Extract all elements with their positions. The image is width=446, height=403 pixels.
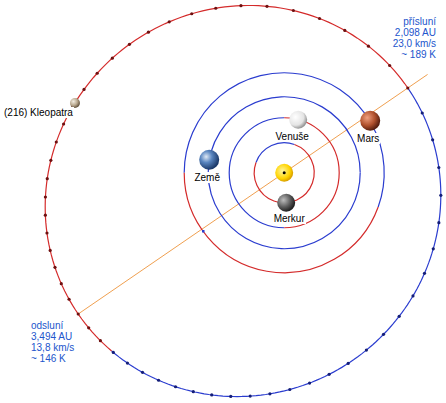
earth-orbit xyxy=(208,97,360,249)
time-mark xyxy=(318,17,321,20)
time-mark xyxy=(44,195,47,198)
perihelion-label: přísluní xyxy=(402,16,437,27)
time-mark xyxy=(328,373,331,376)
aphelion-distance: 3,494 AU xyxy=(30,331,73,342)
time-mark xyxy=(174,385,177,388)
venus xyxy=(289,111,307,129)
aphelion-temperature: ~ 146 K xyxy=(30,353,67,364)
time-mark xyxy=(398,315,401,318)
bodies xyxy=(70,98,380,212)
time-mark xyxy=(44,214,47,217)
asteroid-label: (216) Kleopatra xyxy=(3,107,74,118)
time-mark xyxy=(406,86,409,89)
time-mark xyxy=(437,221,440,224)
time-mark xyxy=(99,339,102,342)
time-mark xyxy=(288,388,291,391)
time-mark xyxy=(292,9,295,12)
earth xyxy=(199,150,219,170)
perihelion-distance: 2,098 AU xyxy=(394,27,437,38)
time-mark xyxy=(67,298,70,301)
time-mark xyxy=(249,394,252,397)
apsis-line xyxy=(78,74,427,314)
perihelion-speed: 23,0 km/s xyxy=(392,38,437,49)
mars xyxy=(360,111,380,131)
time-mark xyxy=(60,282,63,285)
time-mark xyxy=(343,29,346,32)
time-mark xyxy=(112,351,115,354)
time-mark xyxy=(210,393,213,396)
time-mark xyxy=(49,159,52,162)
perihelion-temperature: ~ 189 K xyxy=(400,49,437,60)
sun xyxy=(275,164,293,182)
time-mark xyxy=(141,371,144,374)
mars-orbit xyxy=(184,73,384,207)
time-mark xyxy=(168,20,171,23)
time-mark xyxy=(431,138,434,141)
time-mark xyxy=(55,140,58,143)
time-mark xyxy=(421,111,424,114)
planet-label: Venuše xyxy=(275,131,310,142)
asteroid-orbit xyxy=(45,5,408,351)
time-mark xyxy=(111,57,114,60)
time-mark xyxy=(382,333,385,336)
time-mark xyxy=(437,166,440,169)
time-mark xyxy=(265,5,268,8)
time-mark xyxy=(411,294,414,297)
time-mark xyxy=(45,231,48,234)
aphelion-speed: 13,8 km/s xyxy=(30,342,75,353)
time-mark xyxy=(367,45,370,48)
time-mark xyxy=(268,392,271,395)
time-mark xyxy=(423,272,426,275)
asteroid-orbit xyxy=(112,88,441,397)
orbits xyxy=(44,4,443,398)
time-mark xyxy=(365,348,368,351)
time-mark xyxy=(190,12,193,15)
time-mark xyxy=(239,4,242,7)
time-mark xyxy=(192,390,195,393)
time-mark xyxy=(96,72,99,75)
time-mark xyxy=(46,177,49,180)
time-mark xyxy=(388,64,391,67)
time-mark xyxy=(229,395,232,398)
time-mark xyxy=(157,379,160,382)
mercury xyxy=(277,194,295,212)
time-mark xyxy=(214,7,217,10)
time-mark xyxy=(49,249,52,252)
node-marker xyxy=(202,230,205,233)
mars-orbit xyxy=(184,173,378,273)
aphelion-label: odsluní xyxy=(30,320,64,331)
time-mark xyxy=(439,194,442,197)
time-mark xyxy=(62,122,65,125)
time-mark xyxy=(77,312,80,315)
time-mark xyxy=(432,247,435,250)
time-mark xyxy=(128,43,131,46)
planet-label: Mars xyxy=(356,133,380,144)
time-mark xyxy=(82,88,85,91)
planet-label: Merkur xyxy=(273,213,306,224)
time-mark xyxy=(347,362,350,365)
sun-center xyxy=(283,171,286,174)
time-mark xyxy=(87,326,90,329)
planet-label: Země xyxy=(193,172,221,183)
mercury-orbit xyxy=(256,143,294,163)
time-mark xyxy=(53,266,56,269)
time-mark xyxy=(147,31,150,34)
time-mark xyxy=(126,361,129,364)
time-mark xyxy=(308,381,311,384)
